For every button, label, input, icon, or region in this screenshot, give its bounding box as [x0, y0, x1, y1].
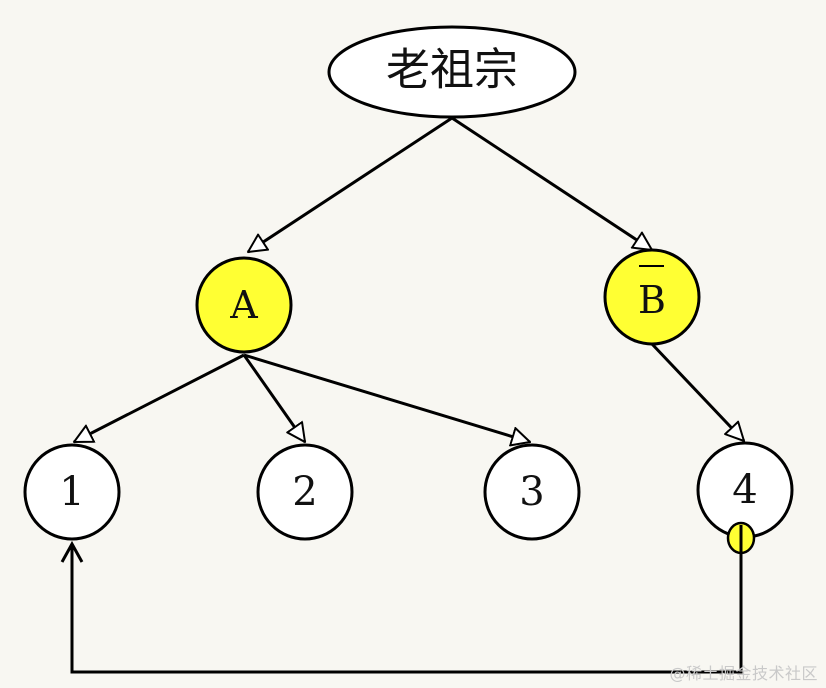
- edge-4-to-1: [70, 546, 743, 674]
- node-a: A: [195, 256, 293, 354]
- edge-root-to-b: [451, 116, 652, 252]
- node-4-label: 4: [732, 467, 757, 513]
- edge-a-to-3: [243, 353, 530, 442]
- node-b-label: B: [638, 278, 666, 322]
- node-2-shape: [256, 443, 354, 541]
- edge-b-to-4: [650, 342, 744, 441]
- node-3-label: 3: [519, 469, 544, 515]
- root-node: 老祖宗: [327, 25, 577, 119]
- watermark: @稀土掘金技术社区: [669, 664, 818, 683]
- edge-a-to-2: [242, 354, 305, 442]
- node-2-label: 2: [292, 469, 317, 515]
- root-node-shape: [327, 25, 577, 119]
- node-3-shape: [483, 443, 581, 541]
- node-1: 1: [23, 443, 121, 541]
- root-node-label: 老祖宗: [386, 45, 518, 96]
- node-2: 2: [256, 443, 354, 541]
- arrowhead-4-to-1: [60, 540, 84, 563]
- node-a-label: A: [229, 283, 258, 327]
- node-1-shape: [23, 443, 121, 541]
- node-3: 3: [483, 443, 581, 541]
- edge-root-to-a: [248, 116, 453, 254]
- node-a-shape: [195, 256, 293, 354]
- node-1-label: 1: [59, 469, 84, 515]
- edge-a-to-1: [74, 353, 245, 444]
- node-b: B: [603, 248, 701, 346]
- node-b-shape: [603, 248, 701, 346]
